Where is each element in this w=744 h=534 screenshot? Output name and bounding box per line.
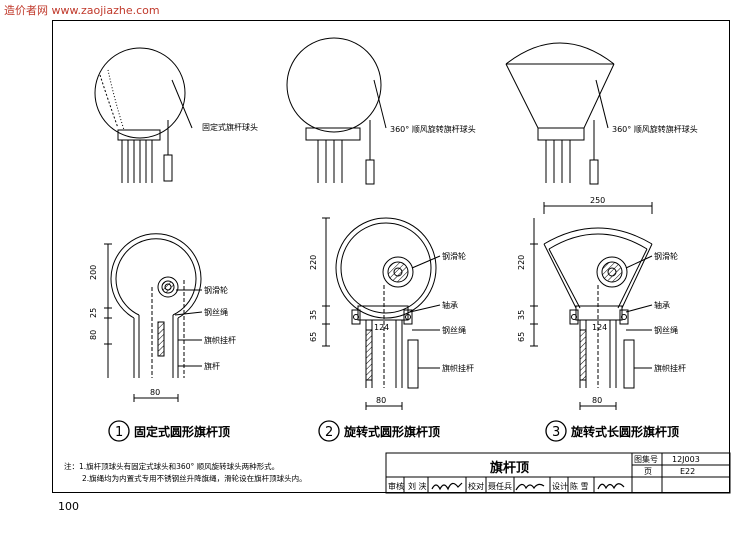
caption-1-text: 固定式圆形旗杆顶 (134, 424, 230, 439)
atlas-number: 12J003 (672, 455, 700, 464)
title-block-title: 旗杆顶 (490, 460, 529, 476)
note-2: 2.旗绳均为内置式专用不锈钢丝升降旗绳，滑轮设在旗杆顶球头内。 (82, 474, 307, 483)
reviewer-label: 审核 (388, 481, 404, 491)
atlas-label: 图集号 (634, 454, 658, 464)
rotating-ball-head-view (286, 37, 387, 185)
checker-name: 聂任兵 (488, 481, 512, 491)
section-fixed-round (104, 233, 203, 402)
designer-name: 陈 雪 (570, 481, 589, 491)
designer-label: 设计 (552, 481, 568, 491)
steel-pulley-label-2: 钢滑轮 (442, 251, 466, 261)
rotating-oblong-head-view (505, 42, 615, 185)
caption-2-number: 2 (325, 425, 333, 440)
fixed-ball-head-view (94, 47, 193, 183)
signature-marks (431, 482, 625, 491)
dim-80-section3: 80 (592, 396, 602, 405)
caption-1: 1 固定式圆形旗杆顶 (108, 420, 230, 442)
dim-220-section3: 220 (517, 255, 526, 270)
flag-hanger-label-3: 旗帜挂杆 (654, 363, 686, 373)
dim-80-vertical: 80 (89, 330, 98, 340)
checker-label: 校对 (468, 481, 484, 491)
reviewer-name: 刘 浃 (408, 481, 427, 491)
dim-250: 250 (590, 196, 605, 205)
dim-35-section3: 35 (517, 310, 526, 320)
title-block-grid (385, 452, 731, 494)
flag-hanger-label-2: 旗帜挂杆 (442, 363, 474, 373)
page-code: E22 (680, 467, 695, 476)
page-number: 100 (58, 500, 79, 513)
dim-124-section2: 124 (374, 323, 389, 332)
section-rotating-round (322, 217, 441, 410)
caption-3: 3 旋转式长圆形旗杆顶 (545, 420, 679, 442)
section-rotating-oblong (530, 202, 653, 410)
caption-1-number: 1 (115, 425, 123, 440)
steel-rope-label-1: 钢丝绳 (204, 307, 228, 317)
steel-rope-label-3: 钢丝绳 (654, 325, 678, 335)
dim-65-section3: 65 (517, 332, 526, 342)
fixed-ball-head-label: 固定式旗杆球头 (202, 122, 258, 132)
dim-80-section2: 80 (376, 396, 386, 405)
steel-pulley-label-1: 钢滑轮 (204, 285, 228, 295)
dim-65-section2: 65 (309, 332, 318, 342)
page-label: 页 (644, 467, 652, 476)
flag-hanger-label-1: 旗帜挂杆 (204, 335, 236, 345)
dim-80-section1: 80 (150, 388, 160, 397)
bearing-label-2: 轴承 (654, 300, 670, 310)
steel-pulley-label-3: 钢滑轮 (654, 251, 678, 261)
dim-220-section2: 220 (309, 255, 318, 270)
watermark-text: 造价者网 www.zaojiazhe.com (4, 4, 160, 17)
dim-35-section2: 35 (309, 310, 318, 320)
caption-2: 2 旋转式圆形旗杆顶 (318, 420, 440, 442)
dim-200: 200 (89, 265, 98, 280)
note-1: 注：1.旗杆顶球头有固定式球头和360° 顺风旋转球头两种形式。 (64, 462, 280, 471)
flagpole-label: 旗杆 (204, 361, 220, 371)
dim-124-section3: 124 (592, 323, 607, 332)
bearing-label-1: 轴承 (442, 300, 458, 310)
caption-2-text: 旋转式圆形旗杆顶 (343, 424, 440, 439)
caption-3-number: 3 (552, 425, 560, 440)
rotating-ball-head-label-1: 360° 顺风旋转旗杆球头 (390, 124, 476, 134)
rotating-ball-head-label-2: 360° 顺风旋转旗杆球头 (612, 124, 698, 134)
caption-3-text: 旋转式长圆形旗杆顶 (570, 424, 679, 439)
steel-rope-label-2: 钢丝绳 (442, 325, 466, 335)
dim-25: 25 (89, 308, 98, 318)
